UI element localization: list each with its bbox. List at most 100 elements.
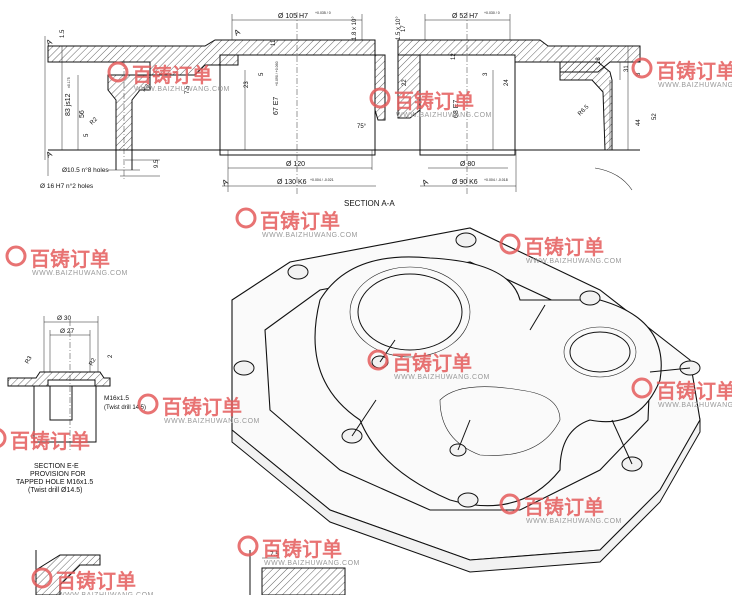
svg-text:百铸订单: 百铸订单 (392, 351, 472, 375)
dim-d130-tol: +0.004 / -0.021 (310, 178, 334, 182)
section-aa-center-rib-right (397, 54, 421, 119)
ee-dim-r3: R3 (25, 355, 34, 365)
dim-17: 17 (401, 25, 407, 32)
dim-56: 56 (79, 110, 86, 118)
dim-31: 31 (624, 65, 630, 72)
watermarks: 百铸订单 WWW.BAIZHUWANG.COM 百铸订单 WWW.BAIZHUW… (0, 57, 732, 595)
datum-a-2: A (221, 177, 231, 188)
svg-text:百铸订单: 百铸订单 (394, 89, 474, 113)
svg-text:百铸订单: 百铸订单 (656, 59, 732, 83)
svg-text:百铸订单: 百铸订单 (10, 429, 90, 453)
dim-12: 12 (451, 53, 457, 60)
svg-text:百铸订单: 百铸订单 (524, 235, 604, 259)
dim-8: 8 (636, 72, 642, 76)
watermark: 百铸订单 WWW.BAIZHUWANG.COM (369, 87, 491, 119)
svg-text:WWW.BAIZHUWANG.COM: WWW.BAIZHUWANG.COM (134, 86, 230, 93)
svg-text:百铸订单: 百铸订单 (260, 209, 340, 233)
dim-1-8x10: 1.8 x 10° (352, 16, 358, 40)
dim-d68: 68 E7 (453, 100, 460, 118)
section-aa-top-flange (47, 39, 376, 76)
dim-d105-tol: +0.035 / 0 (315, 11, 331, 15)
dim-9-5: 9.5 (154, 159, 160, 168)
bore-52 (419, 54, 516, 156)
bolt-boss (457, 492, 479, 508)
large-bore (357, 273, 463, 351)
bolt-boss (455, 232, 477, 248)
dim-3: 3 (483, 72, 489, 76)
ribs (351, 304, 691, 465)
ee-caption-4: (Twist drill Ø14.5) (28, 487, 82, 494)
part-cover (314, 256, 662, 507)
svg-text:百铸订单: 百铸订单 (132, 63, 212, 87)
dim-r6-5: R6.5 (577, 104, 591, 118)
small-bore (569, 331, 631, 373)
svg-text:WWW.BAIZHUWANG.COM: WWW.BAIZHUWANG.COM (658, 82, 732, 89)
watermark: 百铸订单 WWW.BAIZHUWANG.COM (499, 233, 622, 265)
dim-22: 22 (402, 79, 408, 86)
dim-d130: Ø 130 K6 (277, 179, 307, 186)
ee-dim-d30: Ø 30 (57, 315, 71, 322)
datum-a-5: A (45, 149, 55, 160)
note-holes-16: Ø 16 H7 n°2 holes (40, 182, 94, 190)
datum-a-1: A (233, 27, 243, 38)
dim-7-5: 7.5 (185, 85, 191, 94)
dim-d83-tol: ±0.175 (67, 77, 71, 88)
section-aa-left-hub (107, 74, 151, 151)
section-aa-view: Ø 105 H7 +0.035 / 0 Ø 52 H7 +0.030 / 0 Ø… (40, 11, 658, 208)
dim-d120: Ø 120 (286, 161, 305, 168)
detail-bottom-mid (261, 567, 346, 595)
dim-d52: Ø 52 H7 (452, 13, 478, 20)
bore-105 (219, 54, 376, 156)
svg-text:WWW.BAIZHUWANG.COM: WWW.BAIZHUWANG.COM (264, 560, 360, 567)
detail-bottom-left (35, 554, 101, 595)
dim-23: 23 (244, 81, 250, 88)
watermark: 百铸订单 WWW.BAIZHUWANG.COM (137, 393, 259, 425)
bottom-details: 7.5 (35, 550, 346, 595)
watermark: 百铸订单 WWW.BAIZHUWANG.COM (631, 57, 732, 89)
dim-d105: Ø 105 H7 (278, 13, 308, 20)
dim-d90-tol: +0.004 / -0.018 (484, 178, 508, 182)
ee-dim-r2: R2 (89, 357, 98, 367)
section-aa-title: SECTION A-A (344, 199, 395, 208)
svg-text:百铸订单: 百铸订单 (56, 569, 136, 593)
datum-a-3: A (421, 177, 431, 188)
dim-d52-tol: +0.030 / 0 (484, 11, 500, 15)
svg-text:百铸订单: 百铸订单 (162, 395, 242, 419)
watermark: 百铸订单 WWW.BAIZHUWANG.COM (107, 61, 230, 93)
dim-d83: 83 js12 (65, 93, 72, 116)
dim-75deg: 75° (357, 124, 367, 130)
datum-a-4: A (45, 37, 55, 48)
dim-5b: 5 (84, 133, 90, 137)
detail-dim-7-5: 7.5 (270, 551, 279, 558)
watermark: 百铸订单 WWW.BAIZHUWANG.COM (235, 207, 358, 239)
watermark: 百铸订单 WWW.BAIZHUWANG.COM (5, 245, 128, 277)
note-holes-10-5: Ø10.5 n°8 holes (62, 166, 109, 174)
svg-text:百铸订单: 百铸订单 (262, 537, 342, 561)
dim-d67: 67 E7 (273, 97, 280, 115)
dim-d67-tol: +0.090 / +0.060 (275, 61, 279, 86)
svg-text:WWW.BAIZHUWANG.COM: WWW.BAIZHUWANG.COM (32, 270, 128, 277)
dim-11: 11 (271, 39, 277, 46)
ee-dim-d27: Ø 27 (60, 328, 74, 335)
watermark: 百铸订单 WWW.BAIZHUWANG.COM (237, 535, 360, 567)
section-ee-view: Ø 30 Ø 27 R3 R2 2 M16x1.5 (Twist drill 1… (7, 315, 146, 494)
bolt-boss (579, 290, 601, 306)
bolt-boss (233, 360, 255, 376)
svg-text:WWW.BAIZHUWANG.COM: WWW.BAIZHUWANG.COM (262, 232, 358, 239)
isometric-part-view (231, 227, 701, 573)
svg-text:WWW.BAIZHUWANG.COM: WWW.BAIZHUWANG.COM (526, 258, 622, 265)
section-ee-drill (49, 385, 73, 421)
ee-caption-1: SECTION E-E (34, 463, 79, 470)
watermark: 百铸订单 WWW.BAIZHUWANG.COM (31, 567, 153, 595)
svg-text:百铸订单: 百铸订单 (656, 379, 732, 403)
ee-thread: M16x1.5 (104, 395, 129, 402)
svg-text:百铸订单: 百铸订单 (30, 247, 110, 271)
dim-r3: R3 (141, 83, 151, 93)
svg-text:WWW.BAIZHUWANG.COM: WWW.BAIZHUWANG.COM (526, 518, 622, 525)
ee-drill: (Twist drill 14.5) (104, 405, 146, 411)
ee-caption-3: TAPPED HOLE M16x1.5 (16, 479, 93, 486)
watermark: 百铸订单 WWW.BAIZHUWANG.COM (631, 377, 732, 409)
bolt-boss (287, 264, 309, 280)
section-ee-boss (7, 371, 111, 387)
